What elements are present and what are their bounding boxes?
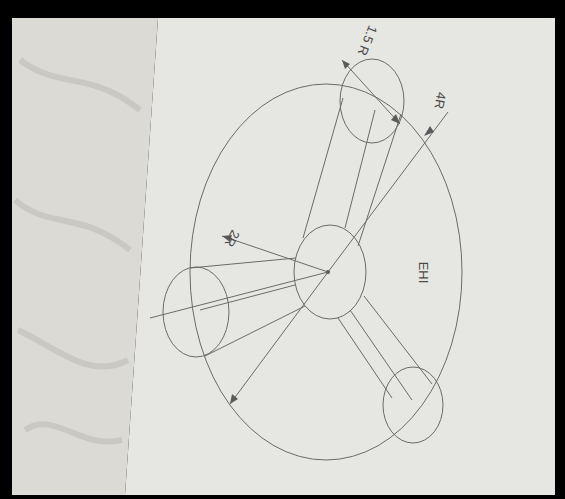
dimension-label: EHI <box>416 261 431 283</box>
dimension-label: 4R <box>431 91 449 110</box>
